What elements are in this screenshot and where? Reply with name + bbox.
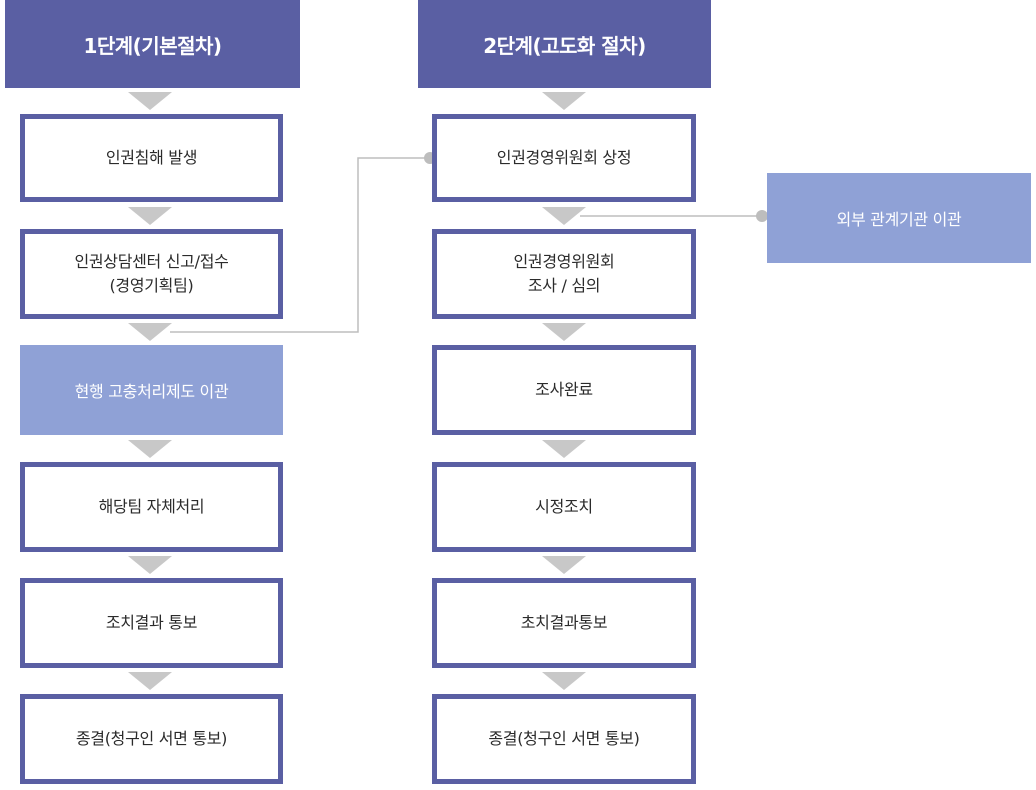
stage2-header-label: 2단계(고도화 절차) (483, 33, 646, 58)
stage2-header: 2단계(고도화 절차) (418, 0, 711, 88)
stage1-step-occurrence: 인권침해 발생 (20, 114, 283, 202)
stage2-step-closing: 종결(청구인 서면 통보) (432, 694, 696, 784)
external-transfer-box: 외부 관계기관 이관 (767, 173, 1031, 263)
arrow-down-icon (128, 323, 172, 341)
connector-stage1-to-stage2 (170, 157, 430, 333)
stage2-step-corrective-action: 시정조치 (432, 462, 696, 552)
stage1-step-transfer: 현행 고충처리제도 이관 (20, 345, 283, 435)
stage2-step-result-notice: 초치결과통보 (432, 578, 696, 668)
stage1-step-result-notice: 조치결과 통보 (20, 578, 283, 668)
stage2-step-investigation-done: 조사완료 (432, 345, 696, 435)
arrow-down-icon (128, 207, 172, 225)
arrow-down-icon (128, 672, 172, 690)
arrow-down-icon (542, 323, 586, 341)
stage1-step-report: 인권상담센터 신고/접수 (경영기획팀) (20, 229, 283, 319)
stage1-header: 1단계(기본절차) (5, 0, 300, 88)
connector-dot-external (756, 210, 768, 222)
arrow-down-icon (542, 207, 586, 225)
arrow-down-icon (542, 556, 586, 574)
stage2-step-referral: 인권경영위원회 상정 (432, 114, 696, 202)
stage1-step-closing: 종결(청구인 서면 통보) (20, 694, 283, 784)
arrow-down-icon (128, 440, 172, 458)
arrow-down-icon (128, 92, 172, 110)
arrow-down-icon (542, 92, 586, 110)
arrow-down-icon (542, 440, 586, 458)
stage1-header-label: 1단계(기본절차) (83, 33, 222, 58)
stage2-step-review: 인권경영위원회 조사 / 심의 (432, 229, 696, 319)
arrow-down-icon (542, 672, 586, 690)
stage1-step-self-handling: 해당팀 자체처리 (20, 462, 283, 552)
arrow-down-icon (128, 556, 172, 574)
